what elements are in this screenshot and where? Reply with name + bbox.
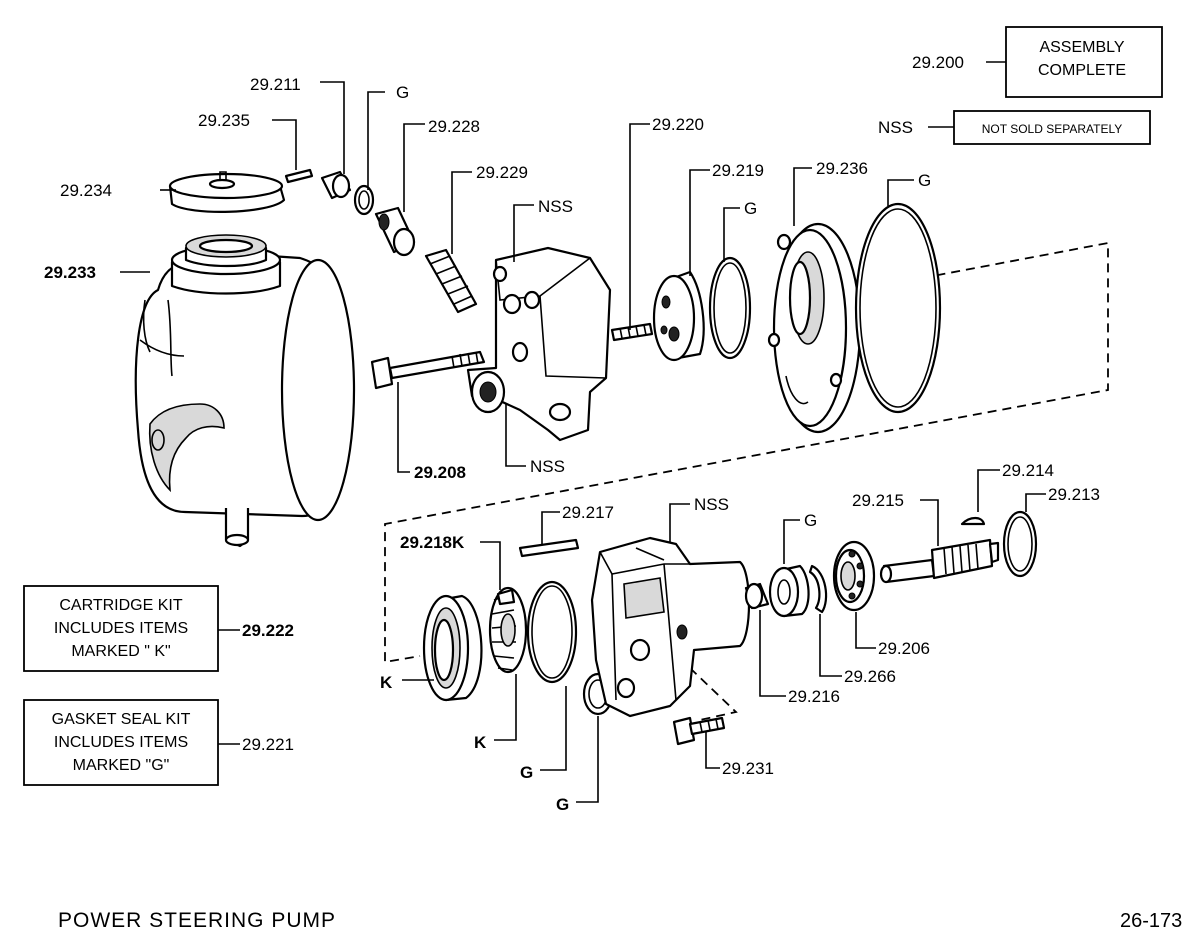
bolt-29-231 xyxy=(672,716,726,746)
cartridge-kit-number: 29.222 xyxy=(242,621,294,640)
label-29-231: 29.231 xyxy=(722,759,774,778)
dowel-pin-29-217 xyxy=(518,538,580,558)
thrust-plate-29-236 xyxy=(767,222,862,434)
label-g-oring: G xyxy=(520,763,533,782)
snap-ring-29-213 xyxy=(1002,510,1038,578)
nss-code: NSS xyxy=(878,118,913,137)
label-nss-housing: NSS xyxy=(694,495,729,514)
fitting-29-211 xyxy=(320,170,352,200)
label-g-top: G xyxy=(396,83,409,102)
label-g-bearing: G xyxy=(804,511,817,530)
gasket-kit-legend: GASKET SEAL KIT INCLUDES ITEMS MARKED "G… xyxy=(23,699,294,786)
reservoir-cap xyxy=(168,171,286,213)
label-29-215: 29.215 xyxy=(852,491,904,510)
nss-text: NOT SOLD SEPARATELY xyxy=(982,122,1122,136)
assembly-label-2: COMPLETE xyxy=(1038,62,1126,79)
callout-labels: 29.211 G 29.235 29.228 29.229 29.234 29.… xyxy=(44,75,1100,814)
label-29-233: 29.233 xyxy=(44,263,96,282)
label-g-ring: G xyxy=(744,199,757,218)
pressure-plate-29-219 xyxy=(652,270,705,362)
gasket-kit-line-2: INCLUDES ITEMS xyxy=(54,734,188,751)
roll-pin xyxy=(284,168,314,184)
label-29-229: 29.229 xyxy=(476,163,528,182)
label-29-216: 29.216 xyxy=(788,687,840,706)
gasket-kit-line-1: GASKET SEAL KIT xyxy=(52,711,191,728)
bushing-29-216 xyxy=(744,582,770,610)
label-29-235: 29.235 xyxy=(198,111,250,130)
label-29-206: 29.206 xyxy=(878,639,930,658)
cartridge-kit-legend: CARTRIDGE KIT INCLUDES ITEMS MARKED " K"… xyxy=(23,585,294,672)
page-number: 26-173 xyxy=(1120,910,1182,932)
bolt-29-208 xyxy=(370,350,486,390)
shaft-seal xyxy=(768,564,810,618)
valve-29-228 xyxy=(374,206,416,257)
key-29-214 xyxy=(960,516,986,526)
oring-housing xyxy=(526,580,578,684)
label-nss-cover: NSS xyxy=(538,197,573,216)
label-g-small: G xyxy=(556,795,569,814)
gasket-kit-number: 29.221 xyxy=(242,735,294,754)
label-29-208: 29.208 xyxy=(414,463,466,482)
spring-29-229 xyxy=(424,248,478,314)
oring-large xyxy=(854,202,942,414)
label-29-217: 29.217 xyxy=(562,503,614,522)
label-29-220: 29.220 xyxy=(652,115,704,134)
label-29-266: 29.266 xyxy=(844,667,896,686)
nss-legend: NSS NOT SOLD SEPARATELY xyxy=(878,110,1151,145)
oring-top xyxy=(353,184,375,216)
pump-ring-k xyxy=(422,594,483,702)
assembly-number: 29.200 xyxy=(912,53,964,72)
gasket-kit-line-3: MARKED "G" xyxy=(73,757,170,774)
end-cover xyxy=(466,246,612,442)
label-29-213: 29.213 xyxy=(1048,485,1100,504)
oring-pressure-plate xyxy=(708,256,752,360)
pump-housing xyxy=(590,536,751,718)
label-k-ring: K xyxy=(380,673,393,692)
assembly-label-1: ASSEMBLY xyxy=(1039,39,1124,56)
assembly-legend: 29.200 ASSEMBLY COMPLETE xyxy=(912,26,1163,98)
shaft-29-215 xyxy=(879,538,1000,584)
label-29-234: 29.234 xyxy=(60,181,112,200)
rotor-k xyxy=(488,586,528,674)
label-nss-cover-bottom: NSS xyxy=(530,457,565,476)
label-29-219: 29.219 xyxy=(712,161,764,180)
cartridge-kit-line-1: CARTRIDGE KIT xyxy=(59,597,183,614)
label-k-rotor: K xyxy=(474,733,487,752)
label-29-218k: 29.218K xyxy=(400,533,465,552)
bearing-29-206 xyxy=(832,540,876,612)
label-29-214: 29.214 xyxy=(1002,461,1054,480)
label-29-236: 29.236 xyxy=(816,159,868,178)
assembly-dashed-lines xyxy=(384,241,1109,721)
label-29-228: 29.228 xyxy=(428,117,480,136)
reservoir xyxy=(134,234,356,548)
cartridge-kit-line-3: MARKED " K" xyxy=(71,643,170,660)
label-g-big: G xyxy=(918,171,931,190)
cartridge-kit-line-2: INCLUDES ITEMS xyxy=(54,620,188,637)
dowel-pin-29-220 xyxy=(610,322,654,342)
diagram-title: POWER STEERING PUMP xyxy=(58,909,336,932)
label-29-211: 29.211 xyxy=(250,75,301,94)
leader-lines xyxy=(120,81,1046,803)
retaining-ring-29-266 xyxy=(808,564,828,614)
